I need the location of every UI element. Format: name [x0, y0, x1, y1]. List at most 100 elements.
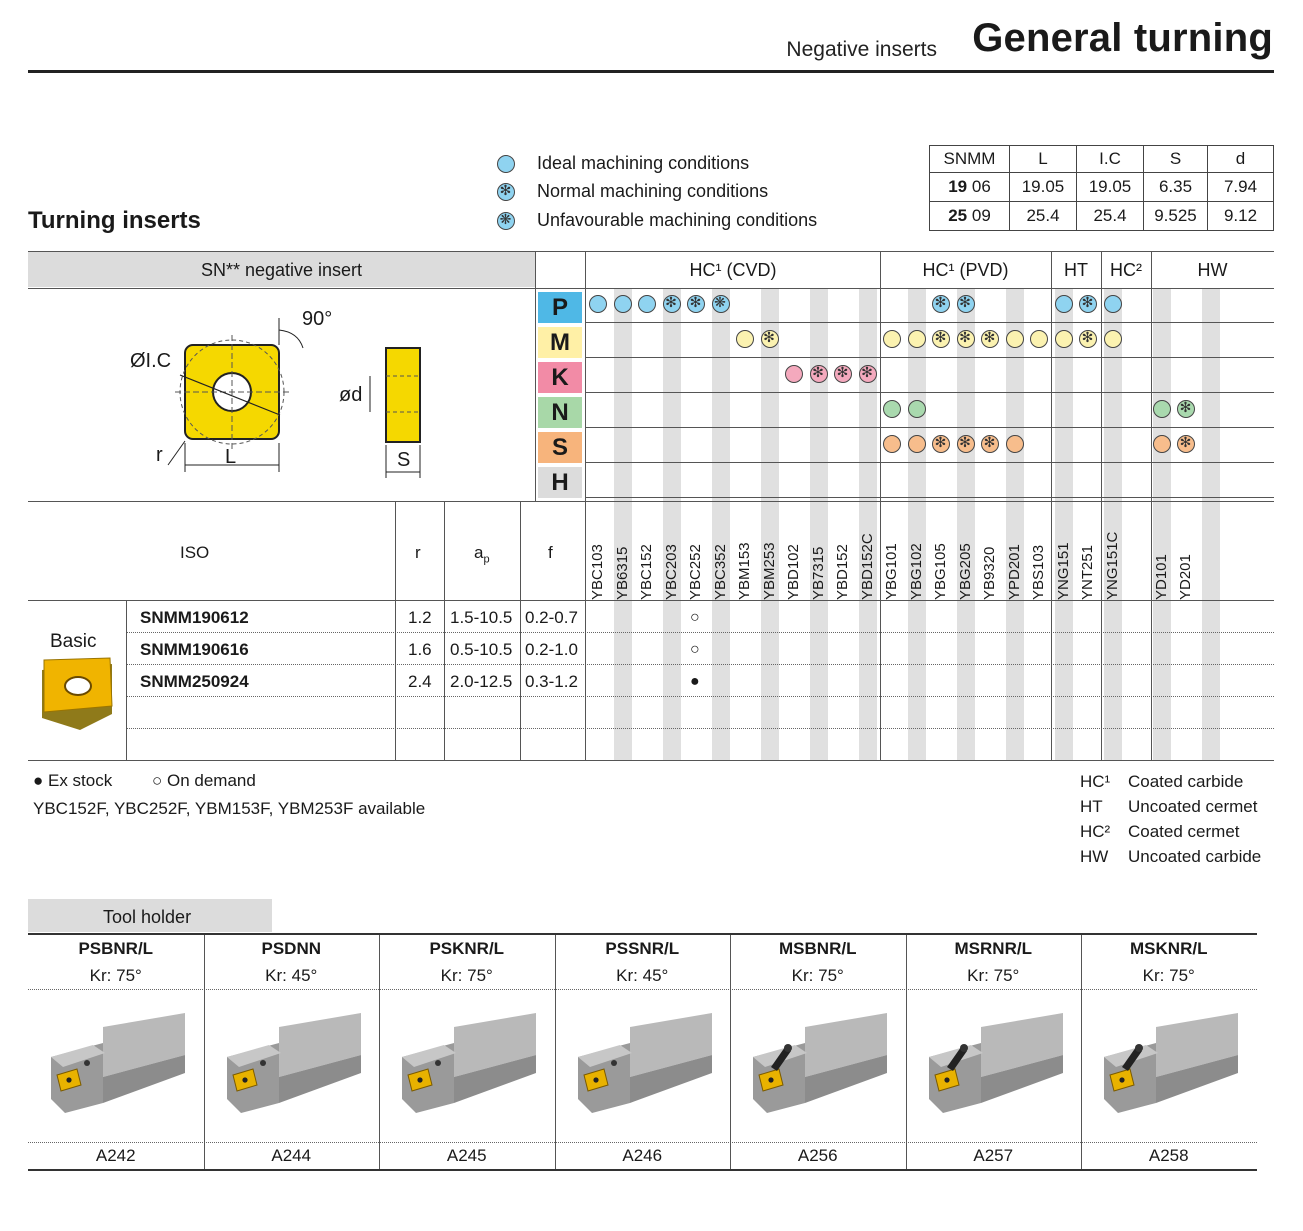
ideal-condition-icon — [1030, 330, 1048, 348]
normal-condition-icon — [956, 294, 975, 313]
holder-name: PSBNR/L — [78, 939, 154, 958]
insert-screw — [1119, 1077, 1125, 1083]
angle-arc — [278, 329, 304, 349]
grade-label: YBS103 — [1030, 544, 1047, 600]
ideal-condition-icon — [589, 295, 607, 313]
ap-header: ap — [474, 543, 490, 565]
holder-kr: Kr: 45° — [616, 966, 669, 985]
material-divider — [535, 251, 536, 501]
dim-header: SNMM — [929, 145, 1010, 173]
abbrev-desc: Coated cermet — [1128, 822, 1240, 841]
dim-size: 25 — [948, 206, 968, 225]
dim-size: 19 — [948, 177, 968, 196]
insert-screw — [417, 1077, 423, 1083]
shank-side — [629, 1055, 712, 1103]
tool-holder-image — [1104, 1013, 1238, 1113]
holder-name: PSDNN — [261, 939, 321, 958]
iso-row-rule — [126, 728, 1274, 729]
holder-name: MSRNR/L — [954, 939, 1032, 958]
grade-stripe — [662, 288, 681, 760]
angle-label: 90° — [302, 308, 333, 330]
normal-condition-icon — [932, 294, 950, 313]
holder-kr: Kr: 75° — [791, 966, 844, 985]
header-rule — [28, 70, 1274, 73]
grade-label: YNG151 — [1054, 542, 1072, 600]
shank-top — [103, 1013, 185, 1077]
material-k: K — [538, 362, 582, 393]
ideal-condition-icon — [1005, 330, 1024, 348]
insert-header-band — [28, 252, 535, 287]
holder-head-top — [226, 1045, 281, 1067]
grade-label: YBC152 — [638, 544, 655, 600]
insert-photo-hole — [64, 676, 92, 696]
material-m: M — [538, 327, 582, 358]
legend-unfav: Unfavourable machining conditions — [497, 210, 817, 231]
group-divider — [1051, 251, 1052, 761]
ideal-condition-icon — [785, 365, 803, 383]
tool-holder-image — [51, 1013, 185, 1113]
grid-bottom-rule — [28, 760, 1274, 761]
dim-header: I.C — [1076, 145, 1144, 173]
shank-side — [454, 1055, 536, 1103]
holder-head-top — [577, 1045, 632, 1067]
grid-top-rule — [28, 251, 1274, 252]
tool-holder-title: Tool holder — [103, 907, 192, 927]
grade-label: YBG105 — [932, 543, 949, 600]
ideal-condition-icon — [907, 330, 926, 348]
grade-label: YD201 — [1177, 554, 1194, 600]
grade-stripe — [760, 288, 779, 760]
shank-side — [980, 1055, 1063, 1103]
basic-label: Basic — [50, 631, 97, 652]
lever-clamp — [946, 1047, 967, 1071]
dim-cell: 19.05 — [1009, 172, 1077, 202]
normal-condition-icon — [932, 434, 950, 453]
material-code: S — [551, 433, 568, 461]
holder-kr: Kr: 75° — [440, 966, 493, 985]
dim-cell: 25.4 — [1076, 201, 1144, 231]
dim-cell: 19.05 — [1076, 172, 1144, 202]
insert-header: SN** negative insert — [200, 260, 363, 280]
material-row-rule — [586, 427, 1274, 428]
lever-clamp — [1122, 1047, 1142, 1071]
radius-label: r — [156, 444, 163, 466]
shank-side — [805, 1055, 887, 1103]
holder-name: MSKNR/L — [1130, 939, 1208, 958]
dim-size-cell: 25 09 — [929, 201, 1010, 231]
ideal-condition-icon — [638, 295, 656, 313]
ic-label: ØI.C — [130, 350, 172, 372]
material-h: H — [538, 467, 582, 498]
insert-screw — [66, 1077, 72, 1083]
grade-label: YBC352 — [711, 544, 729, 600]
clamp-screw — [959, 1044, 968, 1052]
drawing-bottom-rule — [28, 501, 1274, 502]
normal-condition-icon — [956, 434, 975, 453]
dim-code: 06 — [971, 177, 991, 196]
holder-kr: Kr: 75° — [89, 966, 142, 985]
tool-holder-image — [753, 1013, 887, 1113]
ex-stock-note: ● Ex stock — [33, 771, 113, 790]
material-row-rule — [586, 357, 1274, 358]
grade-label: YB6315 — [613, 546, 631, 600]
grade-stripe — [809, 288, 828, 760]
iso-code: SNMM250924 — [140, 672, 249, 691]
grid-header-rule — [28, 288, 1274, 289]
group-divider — [1151, 251, 1152, 761]
shank-side — [103, 1055, 185, 1103]
tool-holder-bottom-rule — [28, 1169, 1257, 1171]
radius-value: 2.4 — [408, 672, 432, 691]
iso-row-rule — [126, 632, 1274, 633]
f-value: 0.2-1.0 — [525, 640, 578, 659]
group-divider — [880, 251, 881, 761]
holder-divider — [1081, 935, 1082, 1169]
normal-condition-icon — [1177, 434, 1195, 453]
grade-label: YPD201 — [1005, 544, 1023, 600]
holder-code: A245 — [446, 1146, 487, 1165]
abbrev-code: HC² — [1080, 822, 1111, 841]
